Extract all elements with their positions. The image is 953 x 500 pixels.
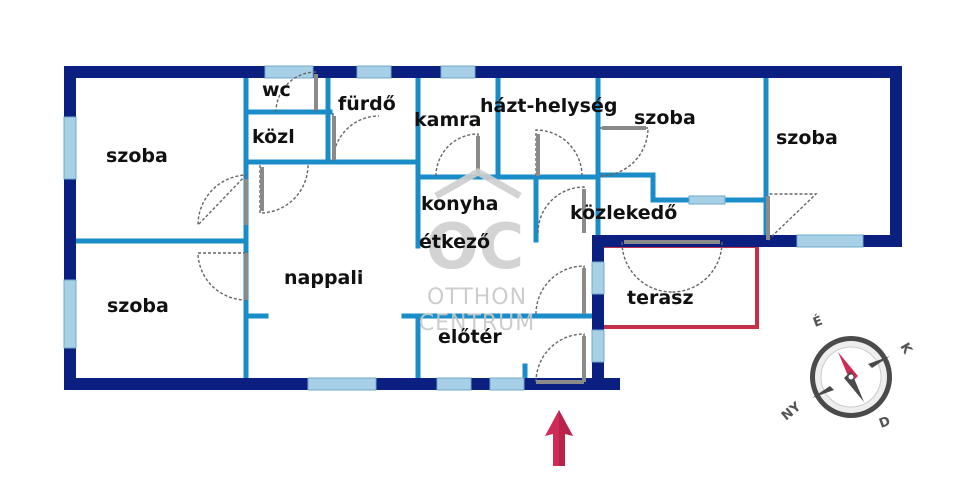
room-label-szoba-left2: szoba — [107, 295, 169, 317]
room-label-konyha: konyha — [421, 193, 498, 215]
room-label-terasz: terasz — [627, 287, 694, 309]
compass-south: D — [877, 414, 892, 432]
window — [591, 329, 605, 363]
door-leaves — [244, 74, 770, 384]
room-label-nappali: nappali — [284, 267, 363, 289]
window — [591, 261, 605, 295]
window — [264, 65, 314, 79]
room-label-kozlekedo: közlekedő — [570, 202, 677, 224]
window — [796, 234, 864, 248]
watermark-line1: OTTHON — [427, 285, 527, 310]
window — [688, 195, 726, 205]
compass-west: NY — [779, 399, 805, 424]
window — [440, 65, 476, 79]
window — [356, 65, 392, 79]
room-label-wc: wc — [262, 79, 291, 101]
compass-east: K — [897, 341, 915, 358]
room-label-kozl: közl — [252, 126, 295, 148]
room-label-szoba-right: szoba — [776, 127, 838, 149]
room-label-furdo: fürdő — [338, 93, 396, 115]
room-label-eloter: előtér — [438, 326, 502, 348]
watermark-line2: CENTRUM — [419, 311, 536, 336]
window — [63, 279, 77, 349]
watermark: OC OTTHON CENTRUM — [419, 167, 536, 336]
entrance-arrow-icon — [545, 410, 573, 466]
room-labels: wc fürdő kamra házt-helység szoba szoba … — [106, 79, 838, 348]
room-label-hazt-helyseg: házt-helység — [480, 95, 617, 117]
window — [489, 377, 525, 391]
window — [63, 116, 77, 180]
room-label-etkezo: étkező — [419, 231, 490, 253]
inner-walls — [72, 71, 769, 383]
room-label-szoba-top: szoba — [634, 107, 696, 129]
compass-north: É — [811, 313, 825, 331]
window — [436, 377, 472, 391]
compass-icon: É K D NY — [779, 313, 915, 432]
doors — [197, 71, 818, 383]
watermark-logo: OC — [426, 210, 524, 283]
room-label-szoba-left1: szoba — [106, 145, 168, 167]
room-label-kamra: kamra — [414, 109, 481, 131]
window — [307, 377, 377, 391]
